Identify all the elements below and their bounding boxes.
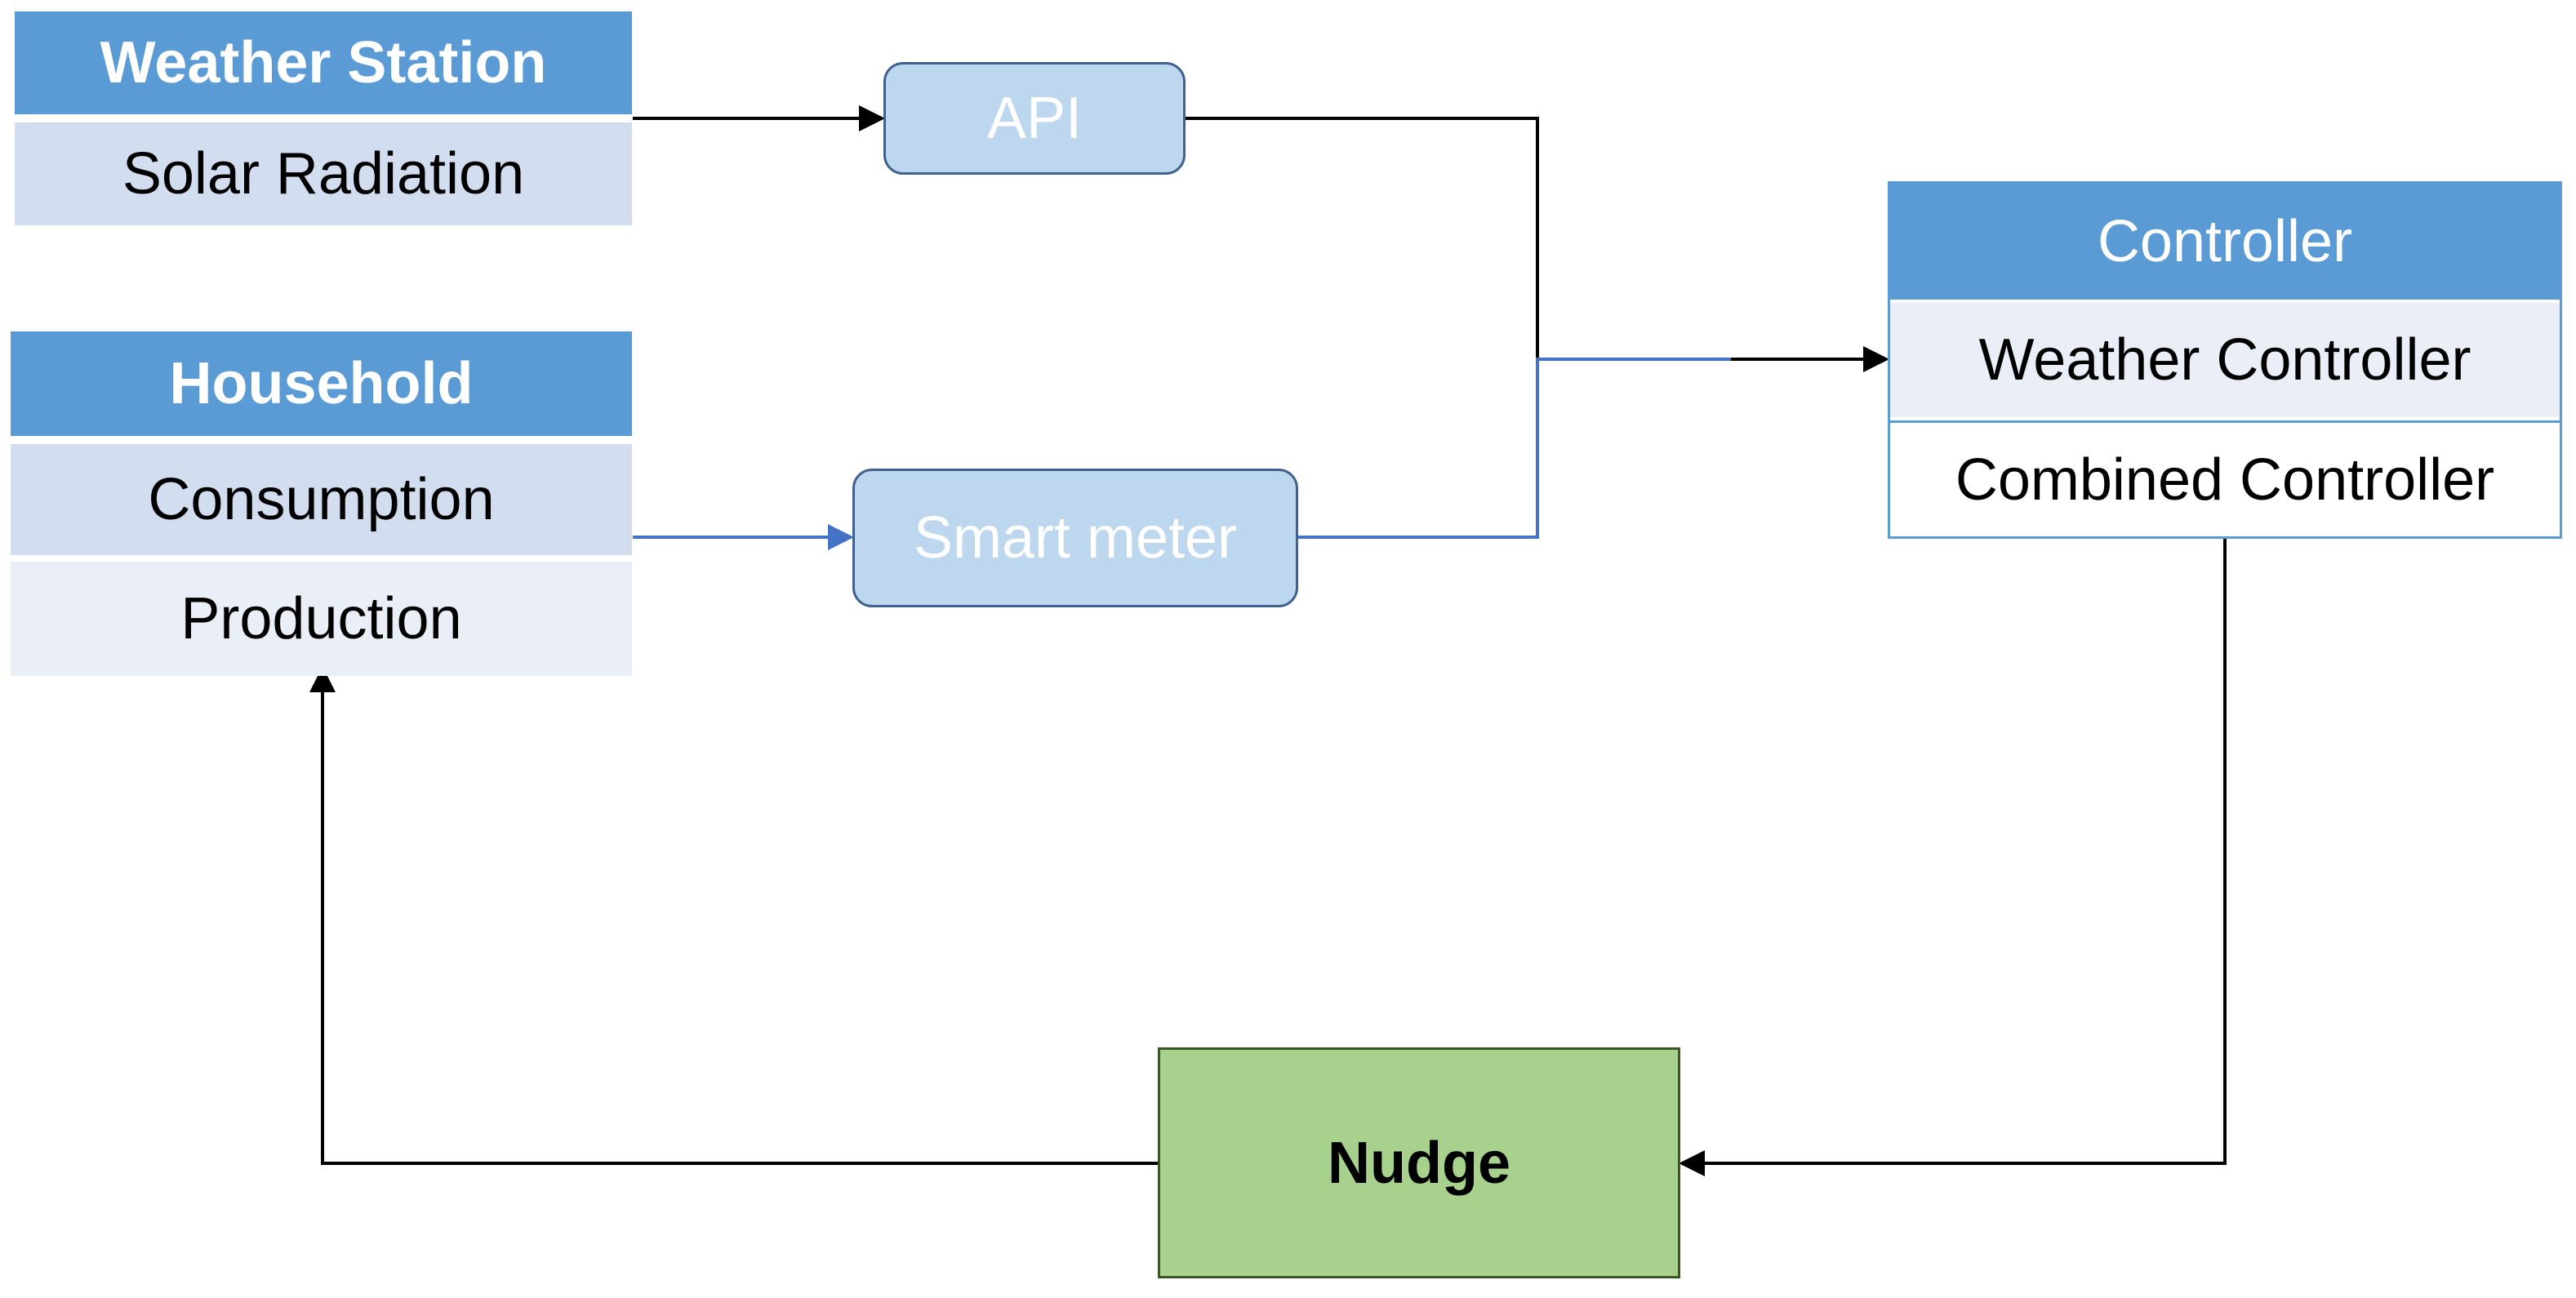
nudge-node: Nudge bbox=[1158, 1047, 1680, 1278]
connector-smart-meter-to-junction bbox=[1298, 358, 1731, 539]
solar-radiation-row: Solar Radiation bbox=[15, 122, 632, 225]
weather-station-title: Weather Station bbox=[15, 11, 632, 114]
arrow-controller-to-nudge bbox=[1679, 539, 2227, 1176]
consumption-row: Consumption bbox=[11, 444, 632, 555]
weather-station-block: Weather Station Solar Radiation bbox=[15, 11, 632, 225]
weather-controller-row: Weather Controller bbox=[1890, 303, 2560, 417]
connector-api-to-junction bbox=[1186, 117, 1539, 359]
smart-meter-node: Smart meter bbox=[852, 469, 1298, 607]
controller-title: Controller bbox=[1890, 184, 2560, 300]
arrow-nudge-to-production bbox=[309, 666, 1158, 1165]
combined-controller-row: Combined Controller bbox=[1890, 420, 2560, 536]
production-row: Production bbox=[11, 562, 632, 676]
controller-block: Controller Weather Controller Combined C… bbox=[1888, 181, 2562, 539]
api-node: API bbox=[883, 62, 1186, 175]
household-title: Household bbox=[11, 331, 632, 436]
household-block: Household Consumption Production bbox=[11, 331, 632, 676]
